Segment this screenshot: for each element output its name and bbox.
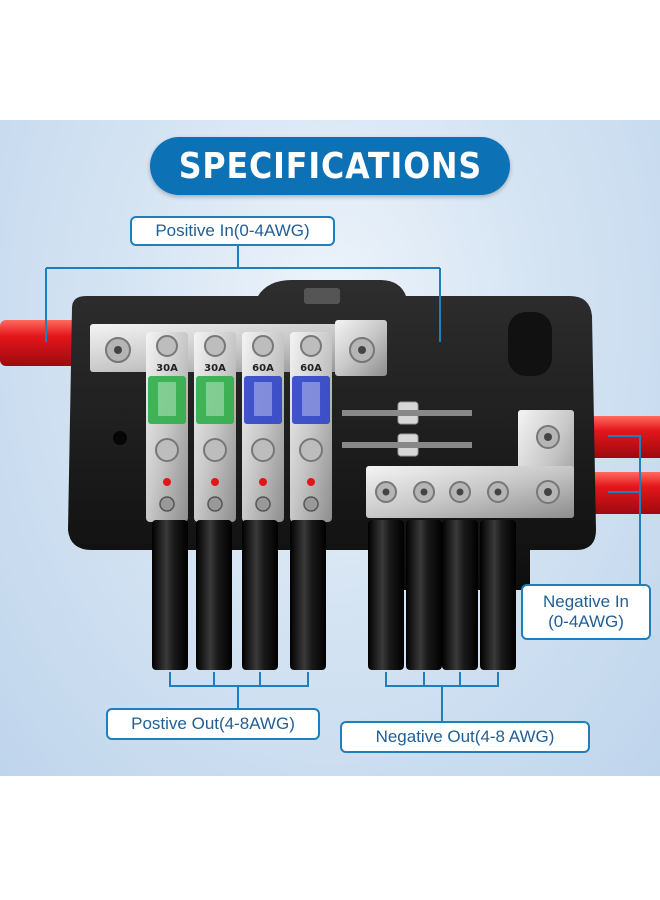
fuse-rating-label: 30A bbox=[204, 363, 226, 374]
label-negative-in: Negative In (0-4AWG) bbox=[521, 584, 651, 640]
screw-icon bbox=[300, 335, 322, 357]
fuse-rating-label: 30A bbox=[156, 363, 178, 374]
fuse-icon bbox=[244, 376, 282, 424]
screw-icon bbox=[299, 438, 323, 462]
screw-icon bbox=[303, 496, 319, 512]
output-cable bbox=[368, 520, 404, 670]
cable-clamp bbox=[508, 312, 552, 376]
screw-icon bbox=[204, 335, 226, 357]
screw-icon bbox=[252, 335, 274, 357]
label-positive-out: Postive Out(4-8AWG) bbox=[106, 708, 320, 740]
led-indicator-icon bbox=[259, 478, 267, 486]
label-positive-in-text: Positive In(0-4AWG) bbox=[155, 221, 310, 240]
screw-icon bbox=[159, 496, 175, 512]
screw-icon bbox=[255, 496, 271, 512]
screw-icon bbox=[155, 438, 179, 462]
output-cable bbox=[480, 520, 516, 670]
negative-out-screws bbox=[375, 481, 509, 503]
output-cable bbox=[152, 520, 188, 670]
output-cable bbox=[242, 520, 278, 670]
label-negative-out: Negative Out(4-8 AWG) bbox=[340, 721, 590, 753]
mount-hole-icon bbox=[113, 431, 127, 445]
fuse-holder: 60A bbox=[242, 332, 284, 522]
led-indicator-icon bbox=[211, 478, 219, 486]
screw-icon bbox=[156, 335, 178, 357]
page-title: SPECIFICATIONS bbox=[178, 145, 482, 187]
fuse-holders: 30A 30A 60A 60A bbox=[146, 332, 332, 522]
output-cable bbox=[442, 520, 478, 670]
screw-icon bbox=[251, 438, 275, 462]
label-negative-in-text-1: Negative In bbox=[543, 592, 629, 611]
housing-tab bbox=[304, 288, 340, 304]
label-positive-out-text: Postive Out(4-8AWG) bbox=[131, 714, 295, 733]
screw-icon bbox=[203, 438, 227, 462]
output-cables bbox=[152, 520, 516, 670]
fuse-icon bbox=[292, 376, 330, 424]
label-positive-in: Positive In(0-4AWG) bbox=[130, 216, 335, 246]
fuse-holder: 30A bbox=[194, 332, 236, 522]
fuse-rating-label: 60A bbox=[300, 363, 322, 374]
screw-icon bbox=[207, 496, 223, 512]
led-indicator-icon bbox=[307, 478, 315, 486]
output-cable bbox=[290, 520, 326, 670]
leader-lines bbox=[45, 246, 641, 721]
output-cable bbox=[196, 520, 232, 670]
label-negative-in-text-2: (0-4AWG) bbox=[548, 612, 624, 631]
led-indicator-icon bbox=[163, 478, 171, 486]
fuse-rating-label: 60A bbox=[252, 363, 274, 374]
indicator-fuses bbox=[342, 401, 472, 457]
title-banner: SPECIFICATIONS bbox=[150, 137, 510, 195]
fuse-holder: 60A bbox=[290, 332, 332, 522]
fuse-holder: 30A bbox=[146, 332, 188, 522]
output-cable bbox=[406, 520, 442, 670]
fuse-icon bbox=[196, 376, 234, 424]
label-negative-out-text: Negative Out(4-8 AWG) bbox=[375, 727, 555, 746]
product-illustration: 30A 30A 60A 60A bbox=[0, 246, 660, 721]
fuse-icon bbox=[148, 376, 186, 424]
